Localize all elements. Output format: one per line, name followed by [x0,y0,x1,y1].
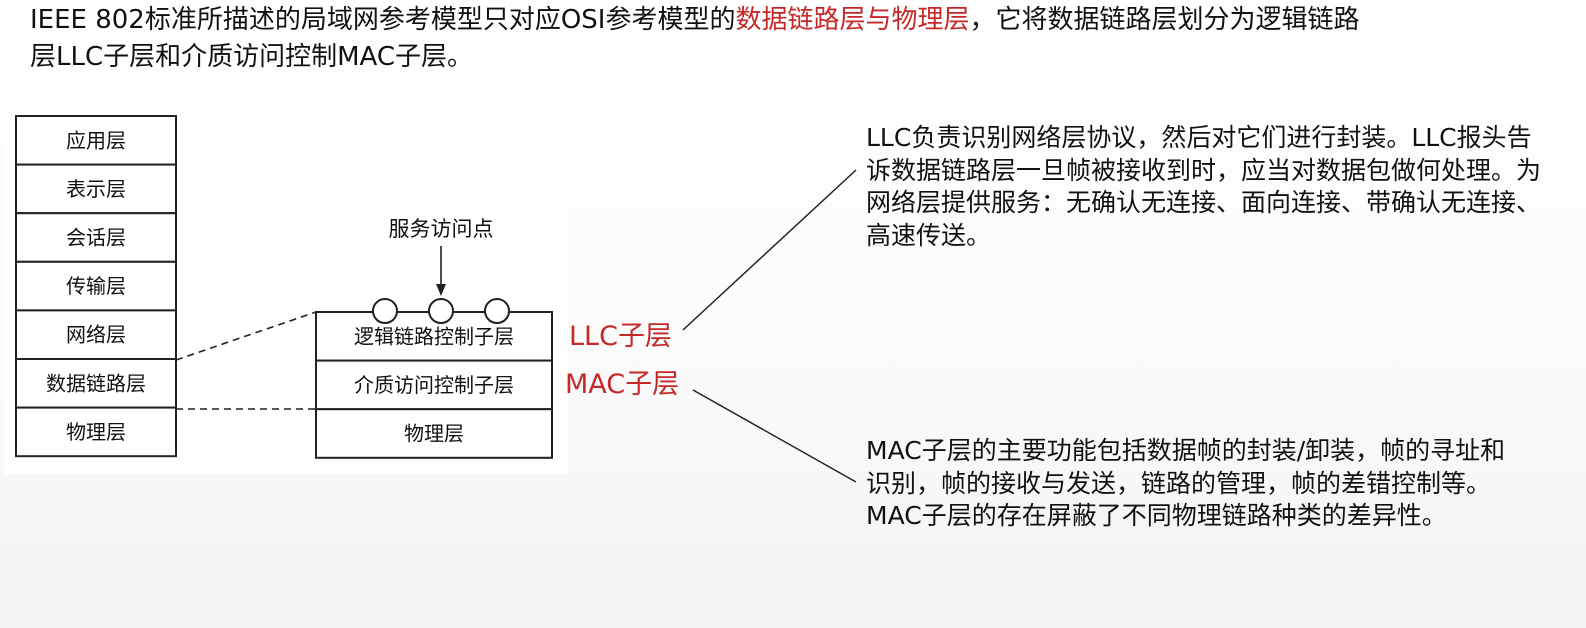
sap-label: 服务访问点 [389,217,494,241]
osi-layer-label: 传输层 [66,274,126,298]
osi-layer-cell [15,163,177,215]
osi-layer-label: 数据链路层 [46,371,146,395]
mac-callout-line [692,389,857,483]
osi-layer-cell [15,212,177,263]
sap-arrow-head [436,284,446,296]
intro-part-2: ，它将数据链路层划分为逻辑链路层LLC子层和介质访问控制MAC子层。 [30,5,1360,72]
intro-highlight: 数据链路层与物理层 [735,5,970,35]
llc-sublayer-label: LLC子层 [569,321,672,352]
ieee-layer-label: 逻辑链路控制子层 [354,324,514,348]
llc-description: LLC负责识别网络层协议，然后对它们进行封装。LLC报头告诉数据链路层一旦帧被接… [866,123,1542,250]
sap-circle [372,298,398,324]
osi-layer-label: 会话层 [66,226,126,250]
osi-layer-cell [15,115,177,166]
mac-sublayer-label: MAC子层 [565,369,680,400]
ieee-layer-label: 物理层 [404,422,464,446]
intro-text: IEEE 802标准所描述的局域网参考模型只对应OSI参考模型的数据链路层与物理… [30,2,1370,76]
osi-layer-label: 网络层 [66,323,126,347]
osi-layer-cell [15,406,177,458]
osi-layer-label: 应用层 [66,128,126,152]
osi-layer-cell [15,260,177,312]
sap-circle [484,298,510,324]
dashed-connector-datalink [175,311,317,361]
mac-description: MAC子层的主要功能包括数据帧的封装/卸装，帧的寻址和识别，帧的接收与发送，链路… [866,436,1506,530]
osi-layer-label: 物理层 [66,420,126,444]
osi-layer-label: 表示层 [66,177,126,201]
ieee-layer-cell [315,408,553,459]
ieee-layer-label: 介质访问控制子层 [354,373,514,397]
ieee-layer-cell [315,359,553,411]
intro-part-1: IEEE 802标准所描述的局域网参考模型只对应OSI参考模型的 [30,5,736,35]
llc-callout-line [682,169,857,331]
sap-circle [428,298,454,324]
